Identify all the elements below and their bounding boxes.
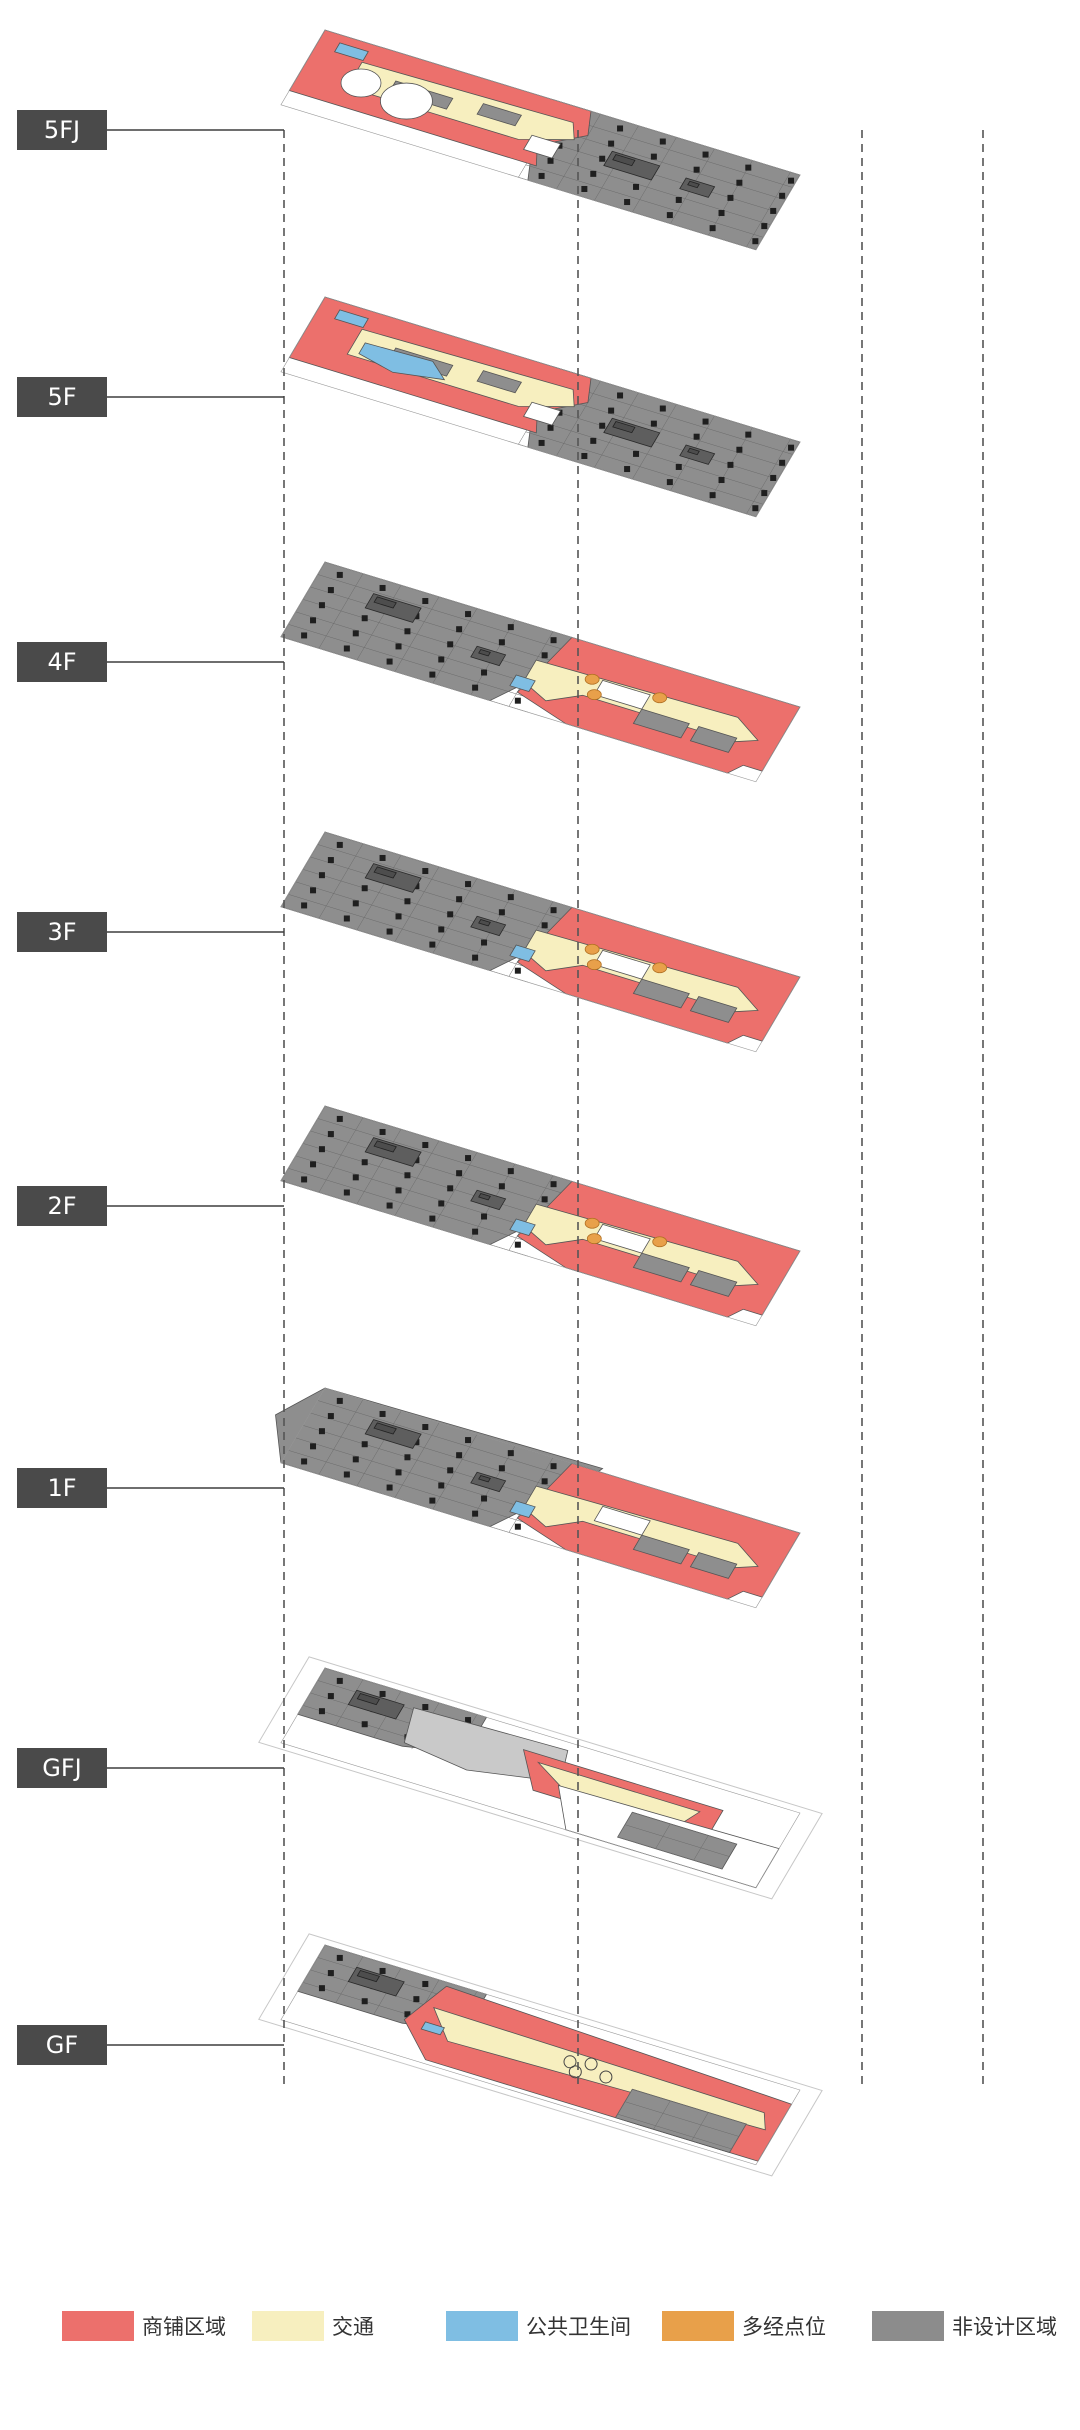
legend-item-shop: 商铺区域 [62,2310,226,2342]
core-block [632,708,690,739]
plate-cores [364,1419,507,1493]
restroom-area [509,1218,536,1236]
plate-cores [347,1689,405,1720]
floor-label-5fj: 5FJ [17,110,107,150]
floor-plate-5f [280,296,801,518]
plate-edge [280,1387,801,1609]
legend-item-restroom: 公共卫生间 [446,2310,631,2342]
plate-edge [280,29,801,251]
floor-plate-2f [280,1105,801,1327]
plate-cores [347,1966,405,1997]
void-opening [522,134,562,159]
legend-label-kiosk: 多经点位 [742,2315,826,2339]
floor-plate-gfj [258,1656,823,1900]
restroom-area [333,309,369,328]
legend-label-non-design: 非设计区域 [952,2315,1057,2339]
plate-edge [280,561,801,783]
core-block [689,996,738,1023]
plate-columns [538,112,795,245]
kiosk-dot [586,959,602,971]
floor-plate-gf [258,1933,823,2177]
label-leader-lines [107,129,284,2046]
restroom-area [509,944,536,962]
site-outline [258,1656,823,1900]
core-block [632,1534,690,1565]
seating-ring [563,2055,577,2069]
vertical-guide-lines [283,130,984,2085]
floor-label-1f: 1F [17,1468,107,1508]
kiosk-dot [586,1233,602,1245]
legend-swatch-kiosk [662,2311,734,2341]
core-block [689,1270,738,1297]
floor-label-2f: 2F [17,1186,107,1226]
core-block [689,726,738,753]
floor-label-4f: 4F [17,642,107,682]
plate-grid [617,1811,737,1870]
legend-item-kiosk: 多经点位 [662,2310,826,2342]
floor-label-3f: 3F [17,912,107,952]
legend-swatch-shop [62,2311,134,2341]
plate-columns [301,841,557,974]
legend-label-shop: 商铺区域 [142,2315,226,2339]
void-opening [522,401,562,426]
legend-item-circulation: 交通 [252,2310,374,2342]
kiosk-dot [586,689,602,701]
floor-label-gf: GF [17,2025,107,2065]
restroom-area [333,42,369,61]
floor-plate-5fj [280,29,801,251]
floor-label-5f: 5F [17,377,107,417]
floor-plate-3f [280,831,801,1053]
legend-swatch-circulation [252,2311,324,2341]
kiosk-dot [584,943,600,955]
water-feature [358,342,446,381]
legend-item-non-design: 非设计区域 [872,2310,1057,2342]
legend-swatch-non-design [872,2311,944,2341]
legend-label-circulation: 交通 [332,2315,374,2339]
core-block [476,103,523,127]
legend-swatch-restroom [446,2311,518,2341]
seating-ring [599,2070,613,2084]
plate-grid [615,2088,747,2153]
kiosk-dot [652,1236,668,1248]
floor-plate-4f [280,561,801,783]
plate-cores [603,417,716,465]
kiosk-dot [584,1217,600,1229]
plate-edge [280,1944,801,2166]
seating-ring [568,2065,582,2079]
core-block [632,978,690,1009]
kiosk-dot [652,692,668,704]
atrium-void [379,82,433,120]
legend: 商铺区域 交通 公共卫生间 多经点位 非设计区域 [0,2310,1080,2370]
restroom-area [509,674,536,692]
kiosk-dot [652,962,668,974]
floor-label-gfj: GFJ [17,1748,107,1788]
plate-cores [603,150,716,198]
site-outline [258,1933,823,2177]
plate-cores [364,863,507,937]
core-block [632,1252,690,1283]
plate-edge [280,1105,801,1327]
plate-edge [280,831,801,1053]
legend-label-restroom: 公共卫生间 [526,2315,631,2339]
restroom-area [509,1500,536,1518]
kiosk-dot [584,673,600,685]
plate-edge [280,296,801,518]
plate-cores [364,593,507,667]
floor-plates [258,29,823,2177]
plate-edge [280,1667,801,1889]
plate-cores [364,1137,507,1211]
core-block [476,370,523,394]
core-block [689,1552,738,1579]
atrium-void [340,68,382,98]
seating-ring [584,2057,598,2071]
floor-plate-1f [275,1387,801,1609]
restroom-area [420,2021,446,2036]
